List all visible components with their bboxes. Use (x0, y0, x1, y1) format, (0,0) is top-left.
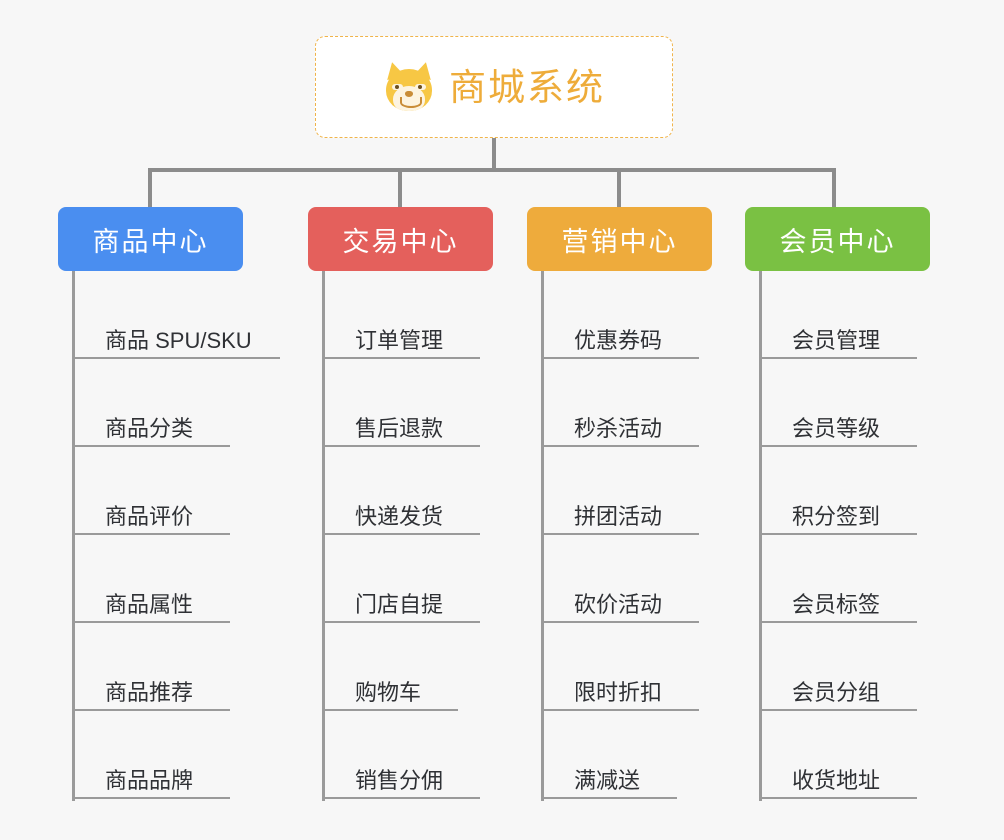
leaf-item[interactable]: 收货地址 (762, 711, 917, 799)
leaf-item[interactable]: 销售分佣 (325, 711, 480, 799)
leaf-item[interactable]: 积分签到 (762, 447, 917, 535)
leaf-item[interactable]: 商品品牌 (75, 711, 230, 799)
leaf-item[interactable]: 限时折扣 (544, 623, 699, 711)
leaf-item[interactable]: 满减送 (544, 711, 677, 799)
column-spine (72, 271, 75, 801)
connector-horizontal-bus (148, 168, 836, 172)
root-node[interactable]: 商城系统 (315, 36, 673, 138)
leaf-item[interactable]: 会员分组 (762, 623, 917, 711)
leaf-item[interactable]: 拼团活动 (544, 447, 699, 535)
leaf-item[interactable]: 会员等级 (762, 359, 917, 447)
leaf-item[interactable]: 会员管理 (762, 271, 917, 359)
branch-header-product[interactable]: 商品中心 (58, 207, 243, 271)
leaf-item[interactable]: 购物车 (325, 623, 458, 711)
column-spine (759, 271, 762, 801)
connector-root-stem (492, 138, 496, 170)
leaf-item[interactable]: 商品分类 (75, 359, 230, 447)
branch-label: 营销中心 (561, 226, 678, 257)
leaf-item[interactable]: 商品推荐 (75, 623, 230, 711)
connector-drop-3 (617, 168, 621, 208)
root-title: 商城系统 (449, 66, 605, 108)
leaf-item[interactable]: 门店自提 (325, 535, 480, 623)
leaf-item[interactable]: 售后退款 (325, 359, 480, 447)
leaf-item[interactable]: 订单管理 (325, 271, 480, 359)
branch-label: 会员中心 (779, 226, 896, 257)
leaf-item[interactable]: 优惠券码 (544, 271, 699, 359)
branch-label: 交易中心 (342, 226, 459, 257)
leaf-item[interactable]: 商品 SPU/SKU (75, 271, 280, 359)
branch-header-trade[interactable]: 交易中心 (308, 207, 493, 271)
connector-drop-2 (398, 168, 402, 208)
connector-drop-4 (832, 168, 836, 208)
leaf-item[interactable]: 会员标签 (762, 535, 917, 623)
shiba-dog-face-icon (383, 60, 435, 113)
leaf-item[interactable]: 砍价活动 (544, 535, 699, 623)
leaf-item[interactable]: 商品评价 (75, 447, 230, 535)
leaf-item[interactable]: 秒杀活动 (544, 359, 699, 447)
connector-drop-1 (148, 168, 152, 208)
leaf-item[interactable]: 商品属性 (75, 535, 230, 623)
leaf-item[interactable]: 快递发货 (325, 447, 480, 535)
branch-header-member[interactable]: 会员中心 (745, 207, 930, 271)
column-spine (322, 271, 325, 801)
branch-label: 商品中心 (92, 226, 209, 257)
column-spine (541, 271, 544, 801)
branch-header-marketing[interactable]: 营销中心 (527, 207, 712, 271)
